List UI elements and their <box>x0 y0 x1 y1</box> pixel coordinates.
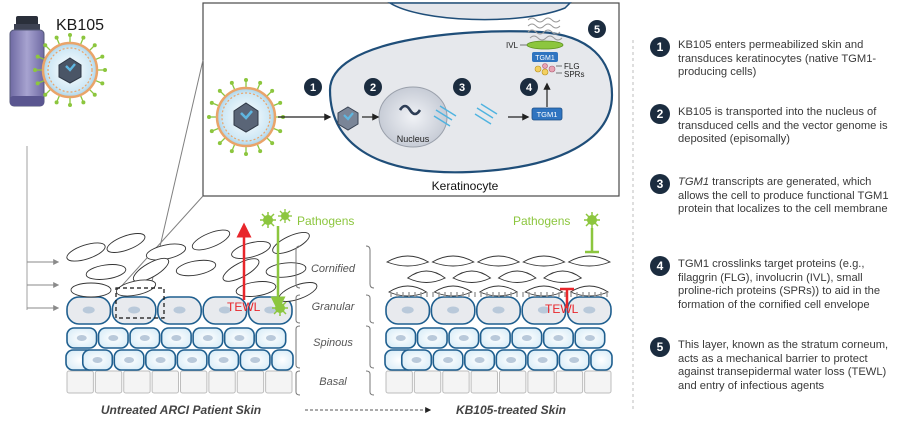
untreated-skin <box>65 229 318 394</box>
layer-cornified: Cornified <box>311 263 356 275</box>
svg-text:4: 4 <box>526 82 533 94</box>
caption-treated: KB105-treated Skin <box>456 403 566 417</box>
tewl-label-left: TEWL <box>227 300 261 314</box>
step-text-2: KB105 is transported into the nucleus of… <box>678 106 888 146</box>
step-badge-3: 3 <box>650 174 670 194</box>
caption-untreated: Untreated ARCI Patient Skin <box>101 403 261 417</box>
pathogens-label-right: Pathogens <box>513 214 570 228</box>
layer-spinous: Spinous <box>313 337 353 349</box>
svg-text:3: 3 <box>459 82 465 94</box>
pathogen-icon-left-2 <box>278 209 292 223</box>
pathogen-icon-right <box>584 212 600 228</box>
panel-step-badge-1: 1 <box>304 78 322 96</box>
tgm1-envelope-label: TGM1 <box>535 55 555 62</box>
step-badge-2: 2 <box>650 104 670 124</box>
step-badge-1: 1 <box>650 37 670 57</box>
nucleus-label: Nucleus <box>397 134 430 144</box>
pathogen-icon-left <box>260 212 276 228</box>
step-text-5: This layer, known as the stratum corneum… <box>678 339 889 392</box>
step-badge-4: 4 <box>650 256 670 276</box>
step-text-3-body: transcripts are generated, which allows … <box>678 176 889 216</box>
svg-text:2: 2 <box>370 82 376 94</box>
panel-virus-particle <box>207 78 285 156</box>
panel-step-badge-2: 2 <box>364 78 382 96</box>
svg-text:5: 5 <box>594 24 600 36</box>
pathogens-label-left: Pathogens <box>297 214 354 228</box>
product-label: KB105 <box>56 17 104 34</box>
tgm1-protein-label: TGM1 <box>537 110 558 119</box>
cornified-envelope-proteins: TGM1 <box>520 17 564 76</box>
treated-skin <box>384 255 613 394</box>
flg-label: FLG <box>564 62 580 71</box>
panel-step-badge-5: 5 <box>588 20 606 38</box>
vial-virus-particle <box>33 33 107 107</box>
keratinocyte-cell <box>328 30 614 174</box>
step-text-3-gene: TGM1 <box>678 176 710 188</box>
step-text-4: TGM1 crosslinks target proteins (e.g., f… <box>678 258 881 311</box>
ivl-label: IVL <box>506 41 519 50</box>
layer-granular: Granular <box>312 301 356 313</box>
sprs-label: SPRs <box>564 70 584 79</box>
step-badge-5: 5 <box>650 337 670 357</box>
kb105-vial <box>9 16 45 107</box>
svg-text:1: 1 <box>310 82 316 94</box>
layer-basal: Basal <box>319 376 347 388</box>
tewl-label-right: TEWL <box>545 302 579 316</box>
panel-step-badge-4: 4 <box>520 78 538 96</box>
keratinocyte-title: Keratinocyte <box>432 179 499 193</box>
panel-step-badge-3: 3 <box>453 78 471 96</box>
layer-labels: Cornified Granular Spinous Basal <box>311 263 356 388</box>
step-text-1: KB105 enters permeabilized skin and tran… <box>678 39 877 79</box>
step-text-3: TGM1 transcripts are generated, which al… <box>678 176 890 217</box>
